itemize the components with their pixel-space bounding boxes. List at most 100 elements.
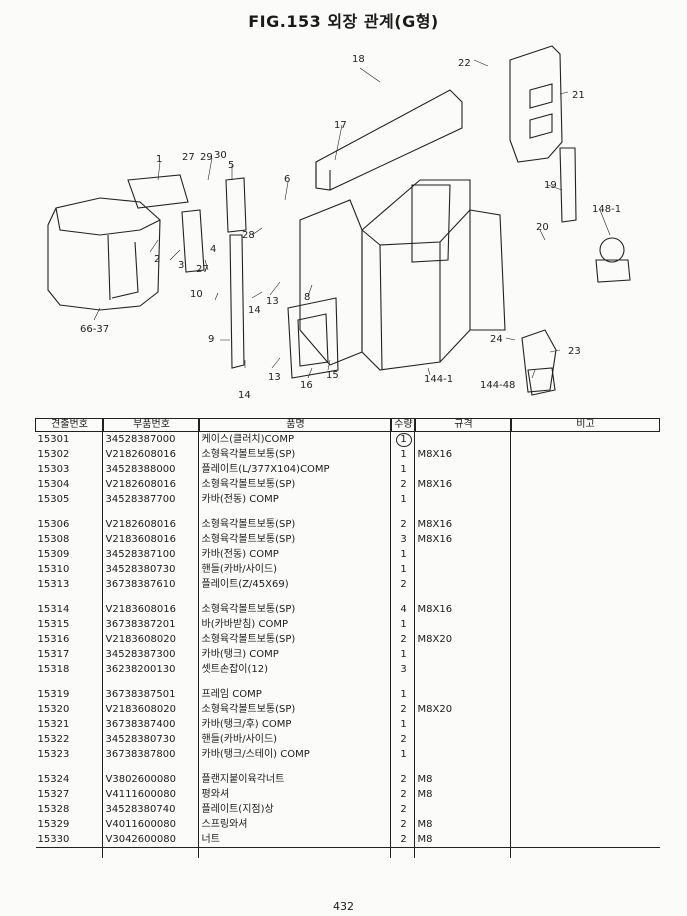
part-no-cell: V3042600080	[103, 832, 200, 848]
ref-no-cell: 15301	[37, 434, 70, 445]
quantity-cell: 2	[400, 804, 407, 815]
remarks-cell	[512, 732, 660, 747]
part-no-cell: V4011600080	[105, 819, 176, 830]
spec-cell: M8	[417, 774, 433, 785]
callout-4: 4	[210, 244, 216, 255]
remarks-cell	[512, 547, 660, 562]
part-no-cell: V4111600080	[105, 789, 176, 800]
callout-29: 29	[200, 152, 213, 163]
quantity-cell: 2	[400, 789, 407, 800]
spec-cell	[416, 617, 512, 632]
part-name-cell: 소형육각볼트보통(SP)	[201, 704, 296, 715]
callout-21: 21	[572, 90, 585, 101]
callout-23: 23	[568, 346, 581, 357]
spec-cell: M8X16	[417, 519, 453, 530]
part-name-cell: 소형육각볼트보통(SP)	[201, 634, 296, 645]
part-name-cell: 소형육각볼트보통(SP)	[201, 449, 296, 460]
table-spacer-row	[36, 507, 660, 517]
part-name-cell: 플레이트(지점)상	[201, 804, 274, 815]
part-name-cell: 바(카바받침) COMP	[201, 619, 289, 630]
remarks-cell	[512, 447, 660, 462]
quantity-cell: 1	[400, 549, 407, 560]
column-divider	[414, 418, 415, 858]
quantity-cell: 1	[400, 619, 407, 630]
spec-cell	[416, 562, 512, 577]
ref-no-cell: 15330	[35, 832, 104, 848]
callout-1: 1	[156, 154, 162, 165]
tank-cover-shape	[287, 297, 339, 379]
callout-9: 9	[208, 334, 214, 345]
header-remarks: 비고	[511, 418, 660, 432]
callout-148-1: 148-1	[592, 204, 621, 215]
ref-no-cell: 15316	[37, 634, 70, 645]
part-no-cell: V2183608020	[105, 704, 176, 715]
belt-cover-shape	[315, 89, 463, 191]
callout-10: 10	[190, 289, 203, 300]
ref-no-cell: 15319	[37, 689, 70, 700]
part-name-cell: 카바(전동) COMP	[201, 494, 279, 505]
remarks-cell	[512, 817, 660, 832]
header-part-name: 품명	[199, 418, 392, 432]
quantity-cell: 1	[400, 719, 407, 730]
spec-cell	[416, 732, 512, 747]
callout-15: 15	[326, 370, 339, 381]
part-name-cell: 평와셔	[201, 789, 230, 800]
part-name-cell: 스프링와셔	[201, 819, 248, 830]
page-title: FIG.153 외장 관계(G형)	[248, 12, 439, 31]
side-cover-shape	[509, 45, 563, 163]
part-no-cell: 34528380730	[105, 564, 176, 575]
callout-14-lower: 14	[238, 390, 251, 401]
spec-cell: M8X20	[417, 634, 453, 645]
part-no-cell: 34528387000	[105, 434, 176, 445]
quantity-cell: 1	[400, 689, 407, 700]
spec-cell	[416, 662, 512, 677]
ref-no-cell: 15317	[37, 649, 70, 660]
spec-cell	[416, 462, 512, 477]
part-no-cell: 36738387400	[105, 719, 176, 730]
remarks-cell	[512, 492, 660, 507]
part-name-cell: 핸들(카바/사이드)	[201, 734, 278, 745]
quantity-cell: 1	[400, 749, 407, 760]
callout-8: 8	[304, 292, 310, 303]
remarks-cell	[511, 832, 660, 848]
table-header-row: 견출번호 부품번호 품명 수량 규격 비고	[35, 418, 660, 432]
ref-no-cell: 15322	[37, 734, 70, 745]
spec-cell: M8X16	[417, 604, 453, 615]
part-name-cell: 소형육각볼트보통(SP)	[201, 604, 296, 615]
remarks-cell	[512, 617, 660, 632]
callout-16: 16	[300, 380, 313, 391]
part-name-cell: 케이스(클러치)COMP	[201, 434, 295, 445]
spec-cell: M8	[415, 832, 512, 848]
part-name-cell: 카바(탱크/후) COMP	[201, 719, 292, 730]
quantity-cell: 2	[400, 704, 407, 715]
part-no-cell: V2183608016	[105, 534, 176, 545]
ref-no-cell: 15313	[37, 579, 70, 590]
header-ref-no: 견출번호	[35, 418, 104, 432]
header-quantity: 수량	[391, 418, 416, 432]
part-no-cell: 36738387610	[105, 579, 176, 590]
spec-cell	[416, 647, 512, 662]
spec-cell: M8	[417, 789, 433, 800]
ref-no-cell: 15318	[37, 664, 70, 675]
spec-cell	[416, 687, 512, 702]
part-name-cell: 소형육각볼트보통(SP)	[201, 479, 296, 490]
part-no-cell: V2183608020	[105, 634, 176, 645]
table-spacer-row	[36, 677, 660, 687]
spec-cell	[416, 492, 512, 507]
callout-22: 22	[458, 58, 471, 69]
ref-no-cell: 15324	[37, 774, 70, 785]
remarks-cell	[512, 647, 660, 662]
